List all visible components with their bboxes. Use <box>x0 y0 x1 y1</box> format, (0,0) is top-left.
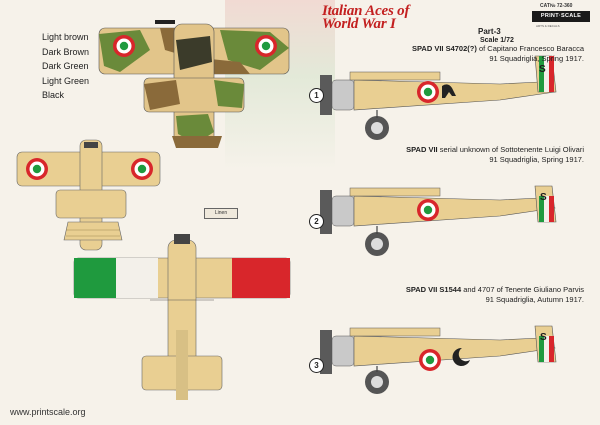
scale-label: Scale 1/72 <box>480 37 514 44</box>
small-top-view <box>16 139 161 251</box>
caption-model: SPAD VII S1544 <box>405 285 462 294</box>
fin-letter-3: S <box>540 332 547 343</box>
legend-item: Dark Green <box>42 61 89 71</box>
caption-unit: 91 Squadriglia, Spring 1917. <box>489 53 584 63</box>
brand-logo: PRINT·SCALE <box>532 11 590 22</box>
profile-1 <box>320 55 557 140</box>
caption-3: SPAD VII S1544 and 4707 of Tenente Giuli… <box>284 285 584 304</box>
caption-text: and 4707 of Tenente Giuliano Parvis <box>461 285 584 294</box>
profile-3 <box>320 325 557 394</box>
profile-marker-2: 2 <box>309 214 324 229</box>
profile-marker-3: 3 <box>309 358 324 373</box>
caption-text: serial unknown of Sottotenente Luigi Oli… <box>437 145 584 154</box>
caption-2: SPAD VII serial unknown of Sottotenente … <box>284 145 584 164</box>
sheet-title: Italian Aces of World War I <box>322 3 472 32</box>
legend-item: Black <box>42 90 65 100</box>
fin-letter-2: S <box>540 192 547 203</box>
part-label: Part-3 <box>478 27 501 36</box>
website-url: www.printscale.org <box>10 407 86 417</box>
brand-note: ARTS & DECALS <box>536 24 560 28</box>
caption-text: of Capitano Francesco Baracca <box>476 44 584 53</box>
caption-unit: 91 Squadriglia, Spring 1917. <box>489 154 584 164</box>
profile-marker-1: 1 <box>309 88 324 103</box>
camouflage-top-view <box>98 20 290 148</box>
fin-letter-1: S <box>539 64 546 75</box>
profile-2 <box>320 185 557 256</box>
legend-item: Light Green <box>42 75 90 86</box>
legend-item: Dark Brown <box>42 46 90 57</box>
title-line-2: World War I <box>322 16 396 32</box>
caption-model: SPAD VII <box>406 145 438 154</box>
catalog-number: CAT№ 72-360 <box>540 3 573 9</box>
underside-view <box>73 234 291 400</box>
caption-model: SPAD VII S4702(?) <box>411 44 477 53</box>
legend-item: Light brown <box>42 32 89 42</box>
caption-1: SPAD VII S4702(?) of Capitano Francesco … <box>284 44 584 63</box>
title-line-1: Italian Aces of <box>322 3 410 19</box>
linen-label: Linen <box>204 208 238 219</box>
caption-unit: 91 Squadriglia, Autumn 1917. <box>485 294 584 304</box>
color-legend: Light brown Dark Brown Dark Green Light … <box>42 31 152 104</box>
